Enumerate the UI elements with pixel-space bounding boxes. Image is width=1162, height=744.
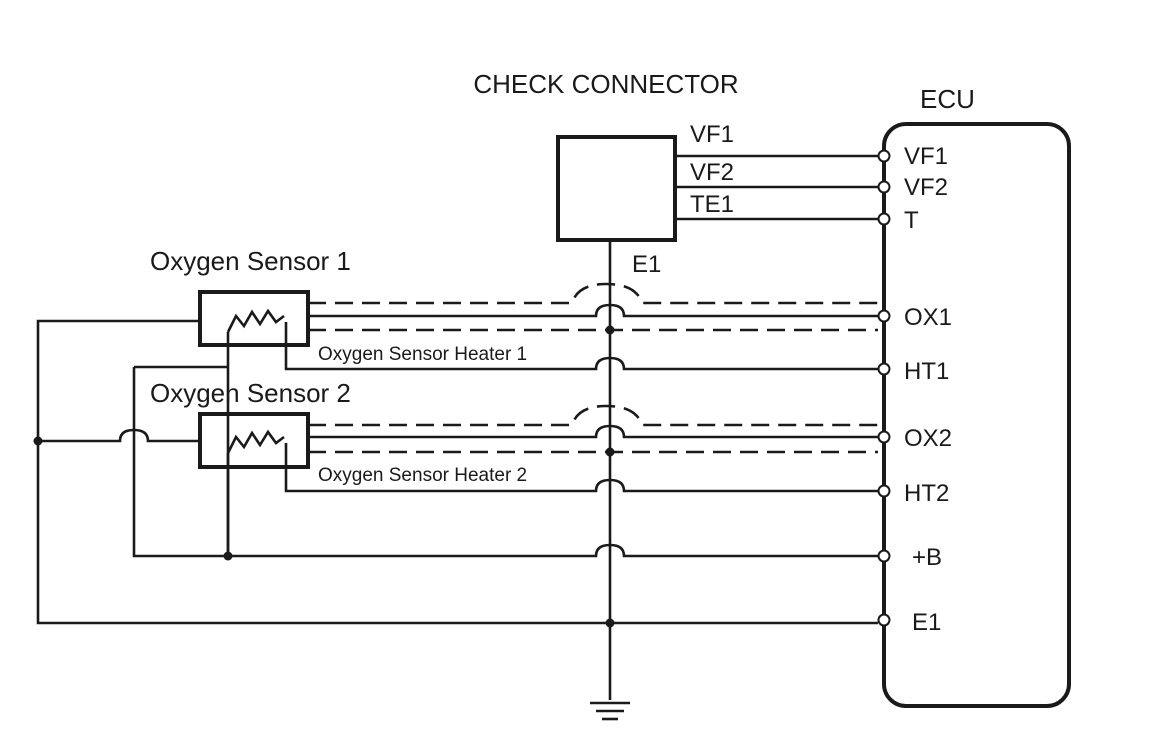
oxygen-sensor-heater-1-label: Oxygen Sensor Heater 1 [318,344,527,365]
check-connector-pin-vf2: VF2 [690,159,734,186]
shield-line-ox1-top [308,282,878,305]
heater-1-resistor-icon [226,308,285,333]
check-connector-ground-pin: E1 [632,251,661,278]
junction-dot [33,436,43,446]
ecu-terminal-ht1: HT1 [904,358,949,385]
check-connector-title: CHECK CONNECTOR [473,69,738,99]
ecu-terminal-vf1: VF1 [904,143,948,170]
ecu-terminal-pins [877,149,891,627]
ecu-terminal-ht2: HT2 [904,480,949,507]
heater-2-resistor-icon [226,429,285,454]
wire-plus-b [132,367,878,558]
oxygen-sensor-2-title: Oxygen Sensor 2 [150,378,351,408]
ground-symbol [590,701,630,721]
ecu-box [882,122,1071,708]
oxygen-sensor-1-title: Oxygen Sensor 1 [150,246,351,276]
wire-ht1 [284,322,878,371]
shield-line-ox2-top [308,404,878,427]
ecu-title: ECU [920,84,975,114]
junction-dot [223,551,233,561]
ecu-terminal-ox2: OX2 [904,425,952,452]
ecu-terminal-e1: E1 [912,609,941,636]
oxygen-sensor-heater-2-label: Oxygen Sensor Heater 2 [318,465,527,486]
wire-sensor-2-ground [38,428,200,443]
check-connector-pin-vf1: VF1 [690,121,734,148]
oxygen-sensor-1-box [198,290,310,347]
ecu-terminal-t: T [904,207,919,234]
wire-ht2 [284,443,878,493]
wire-e1 [36,319,878,625]
oxygen-sensor-2-box [198,412,310,469]
check-connector-box [556,135,677,242]
wire-ox1 [308,303,878,318]
ecu-terminal-ox1: OX1 [904,304,952,331]
ecu-terminal-plus-b: +B [912,544,942,571]
check-connector-pin-te1: TE1 [690,191,734,218]
ecu-terminal-vf2: VF2 [904,174,948,201]
wire-ox2 [308,424,878,439]
